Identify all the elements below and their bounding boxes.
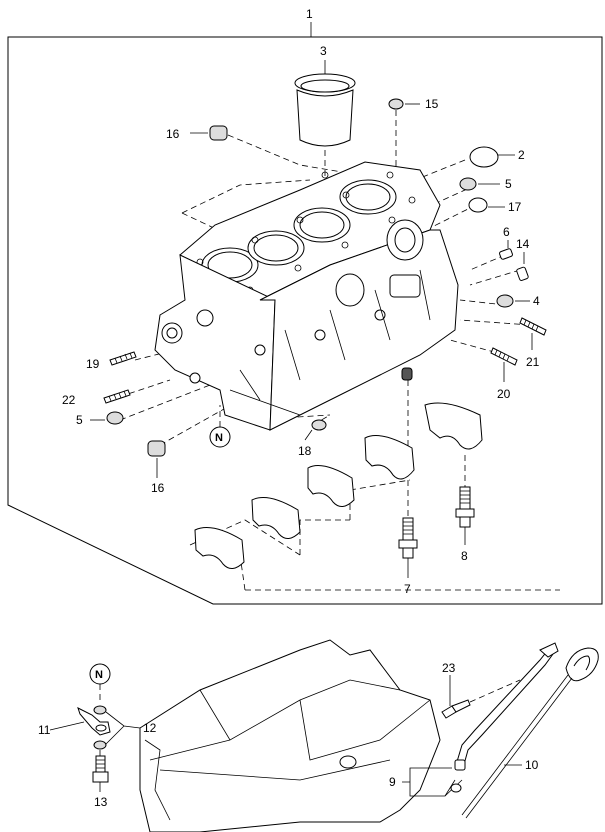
callout-3: 3 (320, 44, 327, 58)
plug-18 (304, 419, 327, 441)
nut-badge-upper (209, 405, 231, 448)
main-bolt-7 (398, 517, 418, 578)
callout-16-lower: 16 (151, 481, 165, 495)
callout-20: 20 (497, 387, 511, 401)
callout-5-upper: 5 (505, 177, 512, 191)
oil-level-bracket (49, 705, 141, 762)
bolt-23 (441, 675, 521, 719)
callout-19: 19 (86, 357, 100, 371)
stud-22 (103, 389, 131, 404)
callout-22: 22 (62, 393, 76, 407)
assembly-lines (109, 110, 560, 591)
callout-16-upper: 16 (166, 127, 180, 141)
cap-2 (469, 146, 515, 168)
nut-badge-upper-letter: N (215, 432, 223, 444)
main-bolt-8 (455, 486, 475, 545)
callout-9-bracket (402, 767, 463, 797)
dipstick-guide-tube (454, 642, 559, 771)
callout-12: 12 (143, 721, 157, 735)
callout-9: 9 (389, 775, 396, 789)
plug-16-lower (147, 440, 166, 478)
callout-17: 17 (508, 200, 522, 214)
panel-frame (7, 36, 603, 605)
callout-4: 4 (533, 294, 540, 308)
callout-14: 14 (516, 237, 530, 251)
callout-18: 18 (298, 444, 312, 458)
oil-pan (139, 639, 441, 832)
nut-badge-lower-letter: N (95, 669, 103, 681)
callout-15: 15 (425, 97, 439, 111)
stud-19 (109, 351, 137, 366)
callout-23: 23 (442, 661, 456, 675)
stud-21 (519, 317, 547, 350)
cylinder-block (154, 161, 459, 431)
pin-14 (516, 252, 529, 281)
callout-10: 10 (525, 758, 539, 772)
pin-6 (499, 240, 513, 260)
nut-badge-lower (89, 663, 111, 702)
dowel (401, 367, 413, 381)
cylinder-liner (294, 60, 356, 147)
dipstick (461, 647, 599, 819)
plug-16-upper (190, 125, 228, 141)
callout-2: 2 (518, 148, 525, 162)
callout-21: 21 (526, 355, 540, 369)
callout-1: 1 (306, 7, 313, 21)
upper-panel: 1 (7, 7, 603, 605)
plug-15 (388, 98, 420, 110)
plug-5-upper (459, 177, 500, 191)
callout-13: 13 (94, 795, 108, 809)
callout-6: 6 (503, 225, 510, 239)
bolt-13 (92, 755, 109, 792)
stud-20 (490, 347, 518, 382)
plug-4 (496, 294, 530, 308)
plug-17 (468, 197, 505, 213)
callout-5-lower: 5 (76, 413, 83, 427)
plug-5-lower (90, 411, 124, 425)
callout-11: 11 (38, 723, 51, 737)
callout-8: 8 (461, 549, 468, 563)
lower-panel: N 11 12 13 23 (38, 639, 599, 832)
bearing-caps (194, 402, 483, 569)
callout-7: 7 (404, 582, 411, 596)
